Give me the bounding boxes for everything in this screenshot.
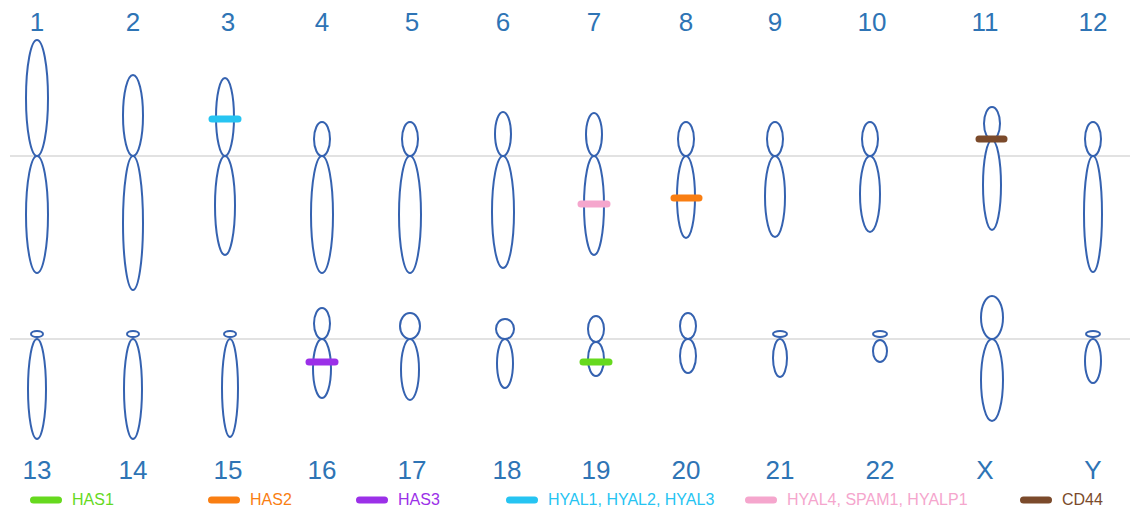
chromosome-arm bbox=[497, 339, 513, 388]
chromosome-arm bbox=[31, 331, 43, 337]
chromosome-number: 14 bbox=[119, 457, 148, 483]
chromosome-arm bbox=[127, 331, 139, 337]
legend-swatch bbox=[745, 497, 777, 504]
legend-swatch bbox=[1020, 497, 1052, 504]
legend-swatch bbox=[30, 497, 62, 504]
chromosome-arm bbox=[873, 340, 887, 362]
legend-swatch bbox=[208, 497, 240, 504]
chromosome-arm bbox=[496, 319, 514, 339]
legend-swatch bbox=[506, 497, 538, 504]
chromosome-number: X bbox=[976, 457, 993, 483]
gene-marker bbox=[979, 136, 1004, 143]
chromosome-number: 22 bbox=[866, 457, 895, 483]
chromosome-number: 12 bbox=[1079, 9, 1108, 35]
chromosome-arm bbox=[773, 331, 787, 337]
centromere-guides bbox=[10, 156, 1130, 339]
chromosome-arm bbox=[215, 156, 235, 255]
chromosome-arm bbox=[313, 339, 331, 398]
chromosome-number: 21 bbox=[766, 457, 795, 483]
chromosome-arm bbox=[314, 308, 330, 339]
chromosome-arm bbox=[124, 339, 142, 439]
chromosome-number: 9 bbox=[768, 9, 782, 35]
gene-marker bbox=[581, 201, 607, 208]
gene-marker bbox=[212, 116, 238, 123]
chromosome-arm bbox=[586, 113, 602, 156]
chromosome-number: 6 bbox=[496, 9, 510, 35]
legend-label: HAS3 bbox=[398, 492, 440, 508]
chromosome-number: Y bbox=[1084, 457, 1101, 483]
chromosome-arm bbox=[28, 339, 46, 439]
chromosome-arm bbox=[401, 339, 419, 400]
chromosome-number: 18 bbox=[493, 457, 522, 483]
chromosome-arm bbox=[26, 40, 48, 156]
gene-markers bbox=[212, 119, 1004, 362]
chromosome-arm bbox=[767, 122, 783, 156]
chromosome-number: 8 bbox=[679, 9, 693, 35]
legend-label: HYAL1, HYAL2, HYAL3 bbox=[548, 492, 714, 508]
chromosome-arm bbox=[224, 331, 236, 337]
chromosome-arm bbox=[588, 316, 604, 342]
chromosome-arm bbox=[1085, 339, 1101, 383]
chromosome-number: 20 bbox=[672, 457, 701, 483]
chromosome-arm bbox=[314, 122, 330, 156]
chromosome-number: 2 bbox=[126, 9, 140, 35]
chromosome-number: 10 bbox=[858, 9, 887, 35]
guide-line bbox=[10, 155, 1130, 157]
chromosome-arm bbox=[222, 339, 238, 437]
chromosome-arm bbox=[983, 140, 1001, 230]
legend-label: HYAL4, SPAM1, HYALP1 bbox=[787, 492, 968, 508]
chromosome-arm bbox=[678, 122, 694, 156]
chromosome-arm bbox=[984, 107, 1000, 140]
legend-swatch bbox=[356, 497, 388, 504]
gene-marker bbox=[674, 195, 699, 202]
chromosome-number: 19 bbox=[582, 457, 611, 483]
chromosome-arm bbox=[680, 339, 696, 373]
chromosomes bbox=[26, 40, 1102, 439]
chromosome-arm bbox=[981, 296, 1003, 339]
chromosome-arm bbox=[1085, 122, 1101, 156]
chromosome-number: 15 bbox=[214, 457, 243, 483]
gene-marker bbox=[309, 359, 335, 366]
chromosome-number: 13 bbox=[23, 457, 52, 483]
chromosome-arm bbox=[873, 331, 887, 337]
chromosome-arm bbox=[400, 313, 420, 339]
chromosome-arm bbox=[492, 156, 514, 268]
chromosome-arm bbox=[123, 75, 143, 156]
guide-line bbox=[10, 338, 1130, 340]
chromosome-arm bbox=[1084, 156, 1102, 272]
legend-label: HAS2 bbox=[250, 492, 292, 508]
chromosome-number: 1 bbox=[30, 9, 44, 35]
legend-label: CD44 bbox=[1062, 492, 1103, 508]
chromosome-number: 7 bbox=[587, 9, 601, 35]
chromosome-number: 16 bbox=[308, 457, 337, 483]
chromosome-arm bbox=[765, 156, 785, 237]
chromosome-number: 5 bbox=[405, 9, 419, 35]
chromosome-arm bbox=[773, 339, 787, 377]
chromosome-number: 3 bbox=[221, 9, 235, 35]
chromosome-arm bbox=[862, 122, 878, 156]
chromosome-arm bbox=[860, 156, 880, 232]
chromosome-arm bbox=[26, 156, 48, 273]
chromosome-arm bbox=[680, 313, 696, 339]
chromosome-number: 4 bbox=[315, 9, 329, 35]
chromosome-arm bbox=[399, 156, 421, 273]
chromosome-arm bbox=[402, 122, 418, 156]
chromosome-number: 11 bbox=[972, 9, 999, 35]
chromosome-arm bbox=[311, 156, 333, 273]
chromosome-number: 17 bbox=[398, 457, 427, 483]
legend-label: HAS1 bbox=[72, 492, 114, 508]
chromosome-arm bbox=[981, 339, 1003, 421]
gene-marker bbox=[583, 359, 609, 366]
chromosome-arm bbox=[123, 156, 143, 290]
chromosome-arm bbox=[1086, 331, 1100, 337]
chromosome-arm bbox=[495, 112, 511, 156]
